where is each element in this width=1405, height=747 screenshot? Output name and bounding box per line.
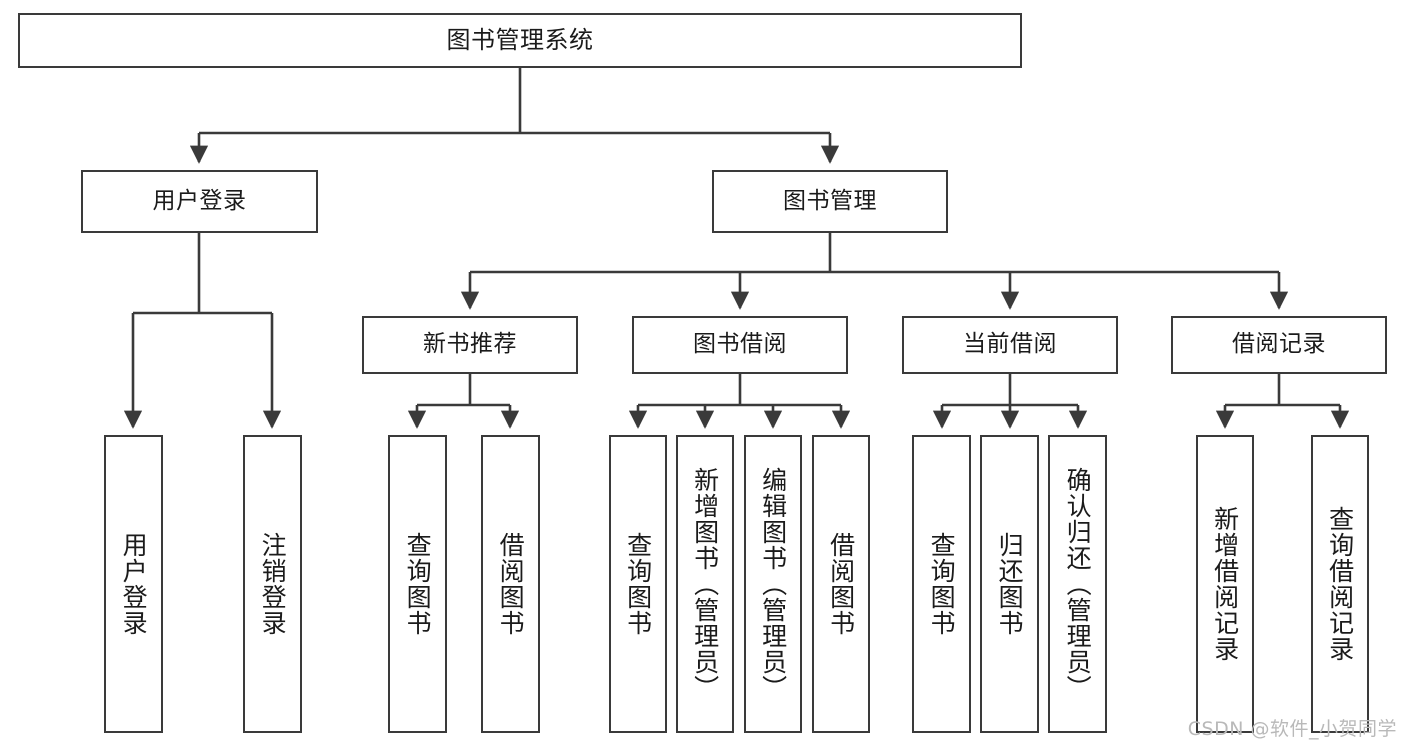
node-leaf-recommend-query-book[interactable]: 查询图书 xyxy=(388,435,447,733)
node-leaf-current-confirm-return-label: 确认归还（管理员） xyxy=(1063,467,1093,701)
node-leaf-current-query-book[interactable]: 查询图书 xyxy=(912,435,971,733)
node-leaf-user-logout[interactable]: 注销登录 xyxy=(243,435,302,733)
node-leaf-recommend-borrow-book[interactable]: 借阅图书 xyxy=(481,435,540,733)
node-book-manage-label: 图书管理 xyxy=(783,187,877,214)
node-leaf-user-login[interactable]: 用户登录 xyxy=(104,435,163,733)
node-leaf-recommend-borrow-book-label: 借阅图书 xyxy=(496,532,526,636)
node-book-borrow-label: 图书借阅 xyxy=(693,331,787,358)
node-root-system-label: 图书管理系统 xyxy=(446,26,594,55)
node-leaf-record-query[interactable]: 查询借阅记录 xyxy=(1311,435,1369,733)
node-book-borrow[interactable]: 图书借阅 xyxy=(632,316,848,374)
node-current-borrow[interactable]: 当前借阅 xyxy=(902,316,1118,374)
node-user-login[interactable]: 用户登录 xyxy=(81,170,318,233)
node-borrow-record-label: 借阅记录 xyxy=(1232,331,1326,358)
node-new-book-recommend[interactable]: 新书推荐 xyxy=(362,316,578,374)
node-current-borrow-label: 当前借阅 xyxy=(963,331,1057,358)
node-leaf-record-add-label: 新增借阅记录 xyxy=(1210,506,1240,662)
node-leaf-current-query-book-label: 查询图书 xyxy=(927,532,957,636)
node-leaf-borrow-add-book[interactable]: 新增图书（管理员） xyxy=(676,435,734,733)
node-borrow-record[interactable]: 借阅记录 xyxy=(1171,316,1387,374)
node-book-manage[interactable]: 图书管理 xyxy=(712,170,948,233)
node-leaf-borrow-add-book-label: 新增图书（管理员） xyxy=(690,467,720,701)
node-new-book-recommend-label: 新书推荐 xyxy=(423,331,517,358)
node-leaf-borrow-do-borrow[interactable]: 借阅图书 xyxy=(812,435,870,733)
node-leaf-current-return-book-label: 归还图书 xyxy=(995,532,1025,636)
node-leaf-borrow-edit-book[interactable]: 编辑图书（管理员） xyxy=(744,435,802,733)
node-leaf-borrow-edit-book-label: 编辑图书（管理员） xyxy=(758,467,788,701)
node-leaf-current-return-book[interactable]: 归还图书 xyxy=(980,435,1039,733)
node-leaf-borrow-query-book-label: 查询图书 xyxy=(623,532,653,636)
node-user-login-label: 用户登录 xyxy=(152,187,247,214)
node-root-system[interactable]: 图书管理系统 xyxy=(18,13,1022,68)
node-leaf-borrow-do-borrow-label: 借阅图书 xyxy=(826,532,856,636)
node-leaf-user-logout-label: 注销登录 xyxy=(258,532,288,636)
node-leaf-user-login-label: 用户登录 xyxy=(119,532,149,636)
node-leaf-borrow-query-book[interactable]: 查询图书 xyxy=(609,435,667,733)
node-leaf-current-confirm-return[interactable]: 确认归还（管理员） xyxy=(1048,435,1107,733)
node-leaf-record-query-label: 查询借阅记录 xyxy=(1325,506,1355,662)
node-leaf-recommend-query-book-label: 查询图书 xyxy=(403,532,433,636)
node-leaf-record-add[interactable]: 新增借阅记录 xyxy=(1196,435,1254,733)
